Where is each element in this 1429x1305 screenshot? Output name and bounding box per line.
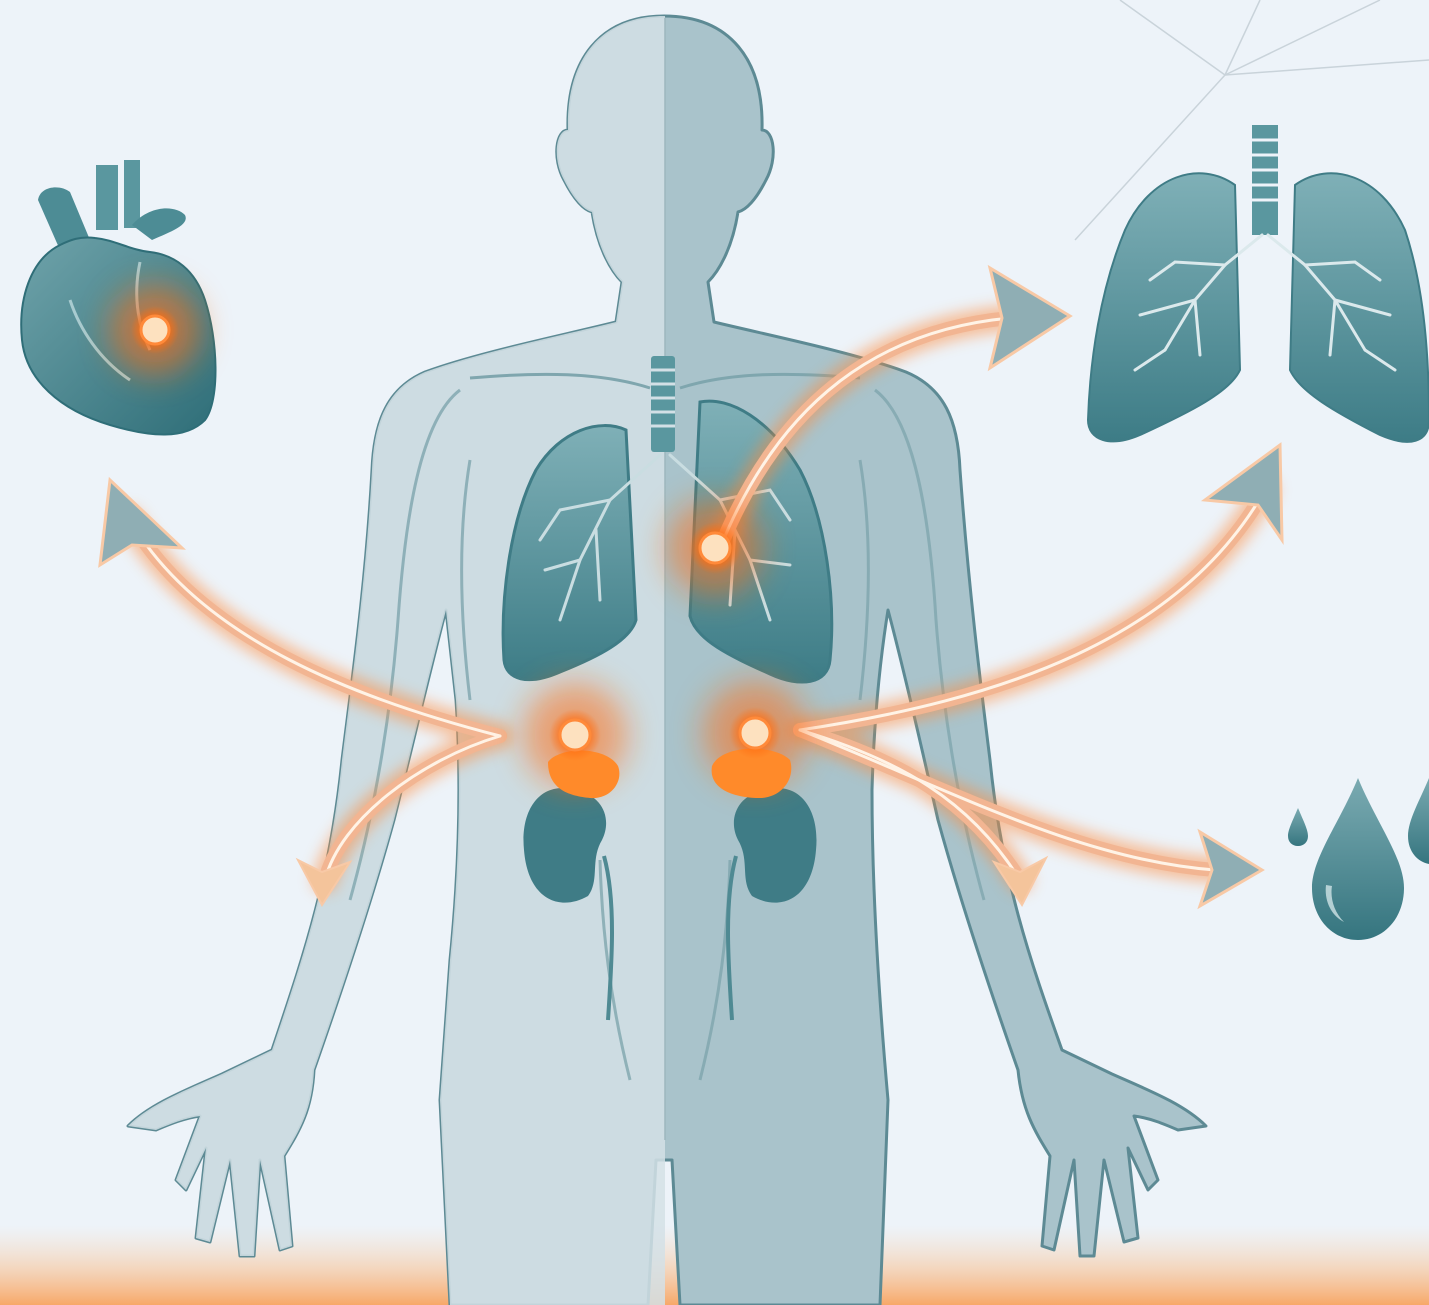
heart-hotspot xyxy=(110,285,200,375)
lung-hotspot xyxy=(667,500,763,596)
body-trachea xyxy=(651,356,675,452)
